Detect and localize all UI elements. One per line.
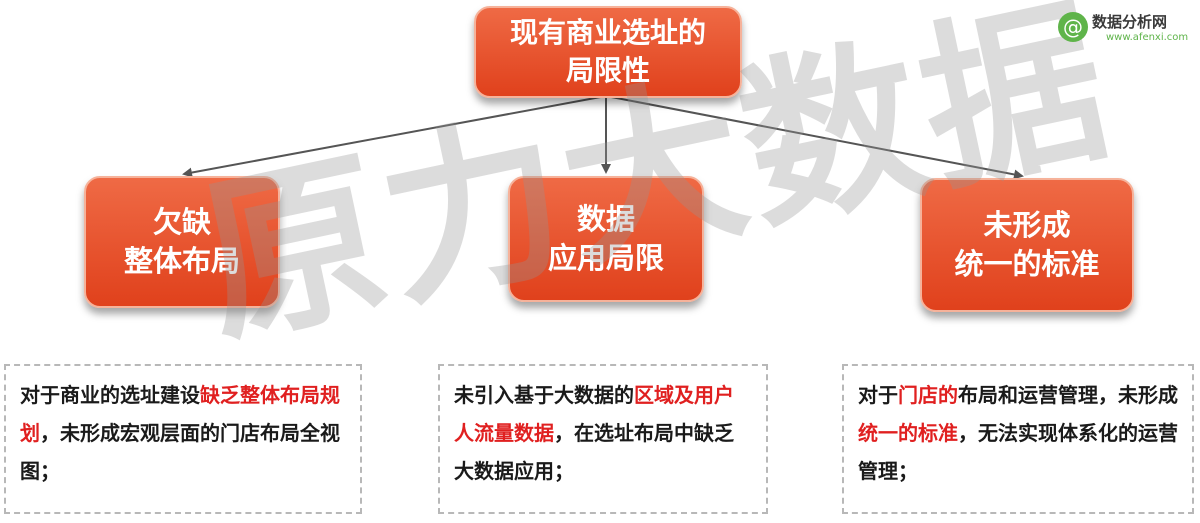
arrow-to-left-node xyxy=(182,95,607,178)
node-data-application-limits: 数据 应用局限 xyxy=(508,176,704,302)
description-left: 对于商业的选址建设缺乏整体布局规划，未形成宏观层面的门店布局全视图； xyxy=(4,364,362,514)
node-left-line2: 整体布局 xyxy=(123,244,240,278)
node-right-line2: 统一的标准 xyxy=(954,247,1100,281)
desc-left-highlight: 缺乏整体布局规划 xyxy=(20,383,340,445)
desc-right-text: 对于 xyxy=(858,383,898,407)
desc-left-text-2: ，未形成宏观层面的门店布局全视图； xyxy=(20,421,340,483)
site-logo: @ 数据分析网 www.afenxi.com xyxy=(1058,8,1196,50)
logo-subtitle: www.afenxi.com xyxy=(1106,32,1189,43)
arrow-to-right-node xyxy=(605,95,1024,180)
desc-right-highlight-2: 统一的标准 xyxy=(858,421,958,445)
node-no-unified-standard: 未形成 统一的标准 xyxy=(920,178,1134,312)
desc-right-text-2: 布局和运营管理，未形成 xyxy=(958,383,1178,407)
desc-left-text: 对于商业的选址建设 xyxy=(20,383,200,407)
logo-at-icon: @ xyxy=(1058,12,1088,42)
top-node-line1: 现有商业选址的 xyxy=(509,16,706,50)
node-right-line1: 未形成 xyxy=(983,207,1071,242)
description-middle: 未引入基于大数据的区域及用户人流量数据，在选址布局中缺乏大数据应用； xyxy=(438,364,768,514)
description-right: 对于门店的布局和运营管理，未形成统一的标准，无法实现体系化的运营管理； xyxy=(842,364,1194,514)
desc-right-text-3: ，无法实现体系化的运营管理； xyxy=(858,421,1178,483)
desc-mid-highlight: 区域及用户人流量数据 xyxy=(454,383,734,445)
node-left-line1: 欠缺 xyxy=(152,204,211,239)
top-node-line2: 局限性 xyxy=(565,54,650,87)
node-lack-overall-layout: 欠缺 整体布局 xyxy=(84,176,280,308)
top-node: 现有商业选址的 局限性 xyxy=(474,6,742,98)
desc-mid-text-2: ，在选址布局中缺乏大数据应用； xyxy=(454,421,734,483)
logo-title: 数据分析网 xyxy=(1092,13,1168,31)
node-mid-line2: 应用局限 xyxy=(547,241,664,275)
desc-mid-text: 未引入基于大数据的 xyxy=(454,383,634,407)
node-mid-line1: 数据 xyxy=(576,201,635,236)
desc-right-highlight: 门店的 xyxy=(898,383,958,407)
